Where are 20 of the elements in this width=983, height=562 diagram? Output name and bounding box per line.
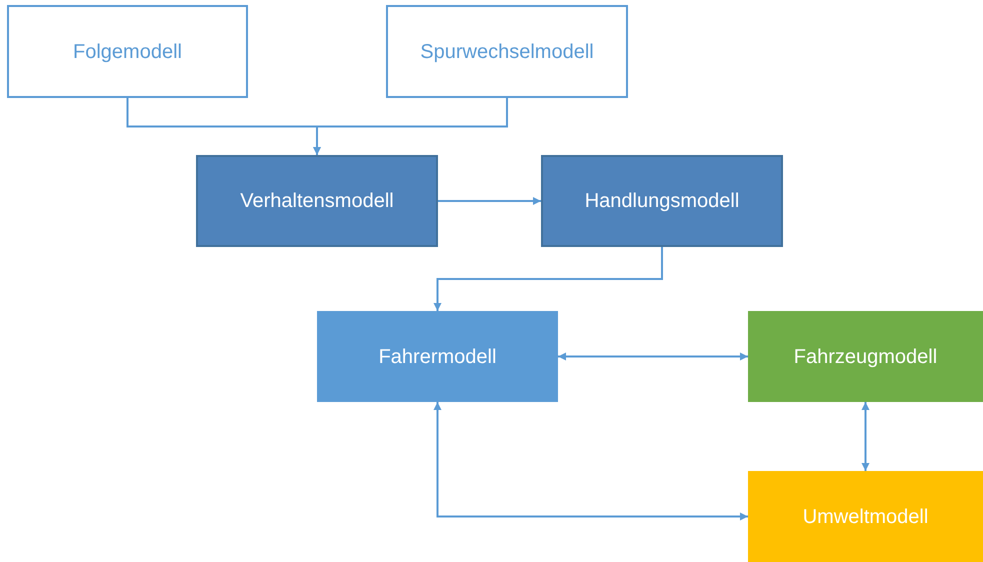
- process-box: [386, 5, 628, 98]
- arrow: [862, 402, 870, 471]
- arrow: [313, 98, 508, 155]
- arrow: [558, 352, 748, 360]
- arrow: [434, 402, 748, 520]
- process-box: [7, 5, 248, 98]
- box-label: Verhaltensmodell: [240, 189, 394, 214]
- process-box: [196, 155, 438, 247]
- arrow: [438, 197, 541, 205]
- process-box: [748, 471, 983, 562]
- box-label: Umweltmodell: [802, 504, 928, 530]
- box-label: Spurwechselmodell: [420, 40, 594, 64]
- box-label: Fahrzeugmodell: [794, 344, 938, 370]
- box-label: Fahrermodell: [378, 344, 496, 370]
- box-label: Handlungsmodell: [584, 189, 740, 214]
- arrow: [434, 247, 663, 311]
- process-box: [541, 155, 783, 247]
- process-box: [748, 311, 983, 402]
- process-box: [317, 311, 558, 402]
- box-label: Folgemodell: [73, 40, 182, 64]
